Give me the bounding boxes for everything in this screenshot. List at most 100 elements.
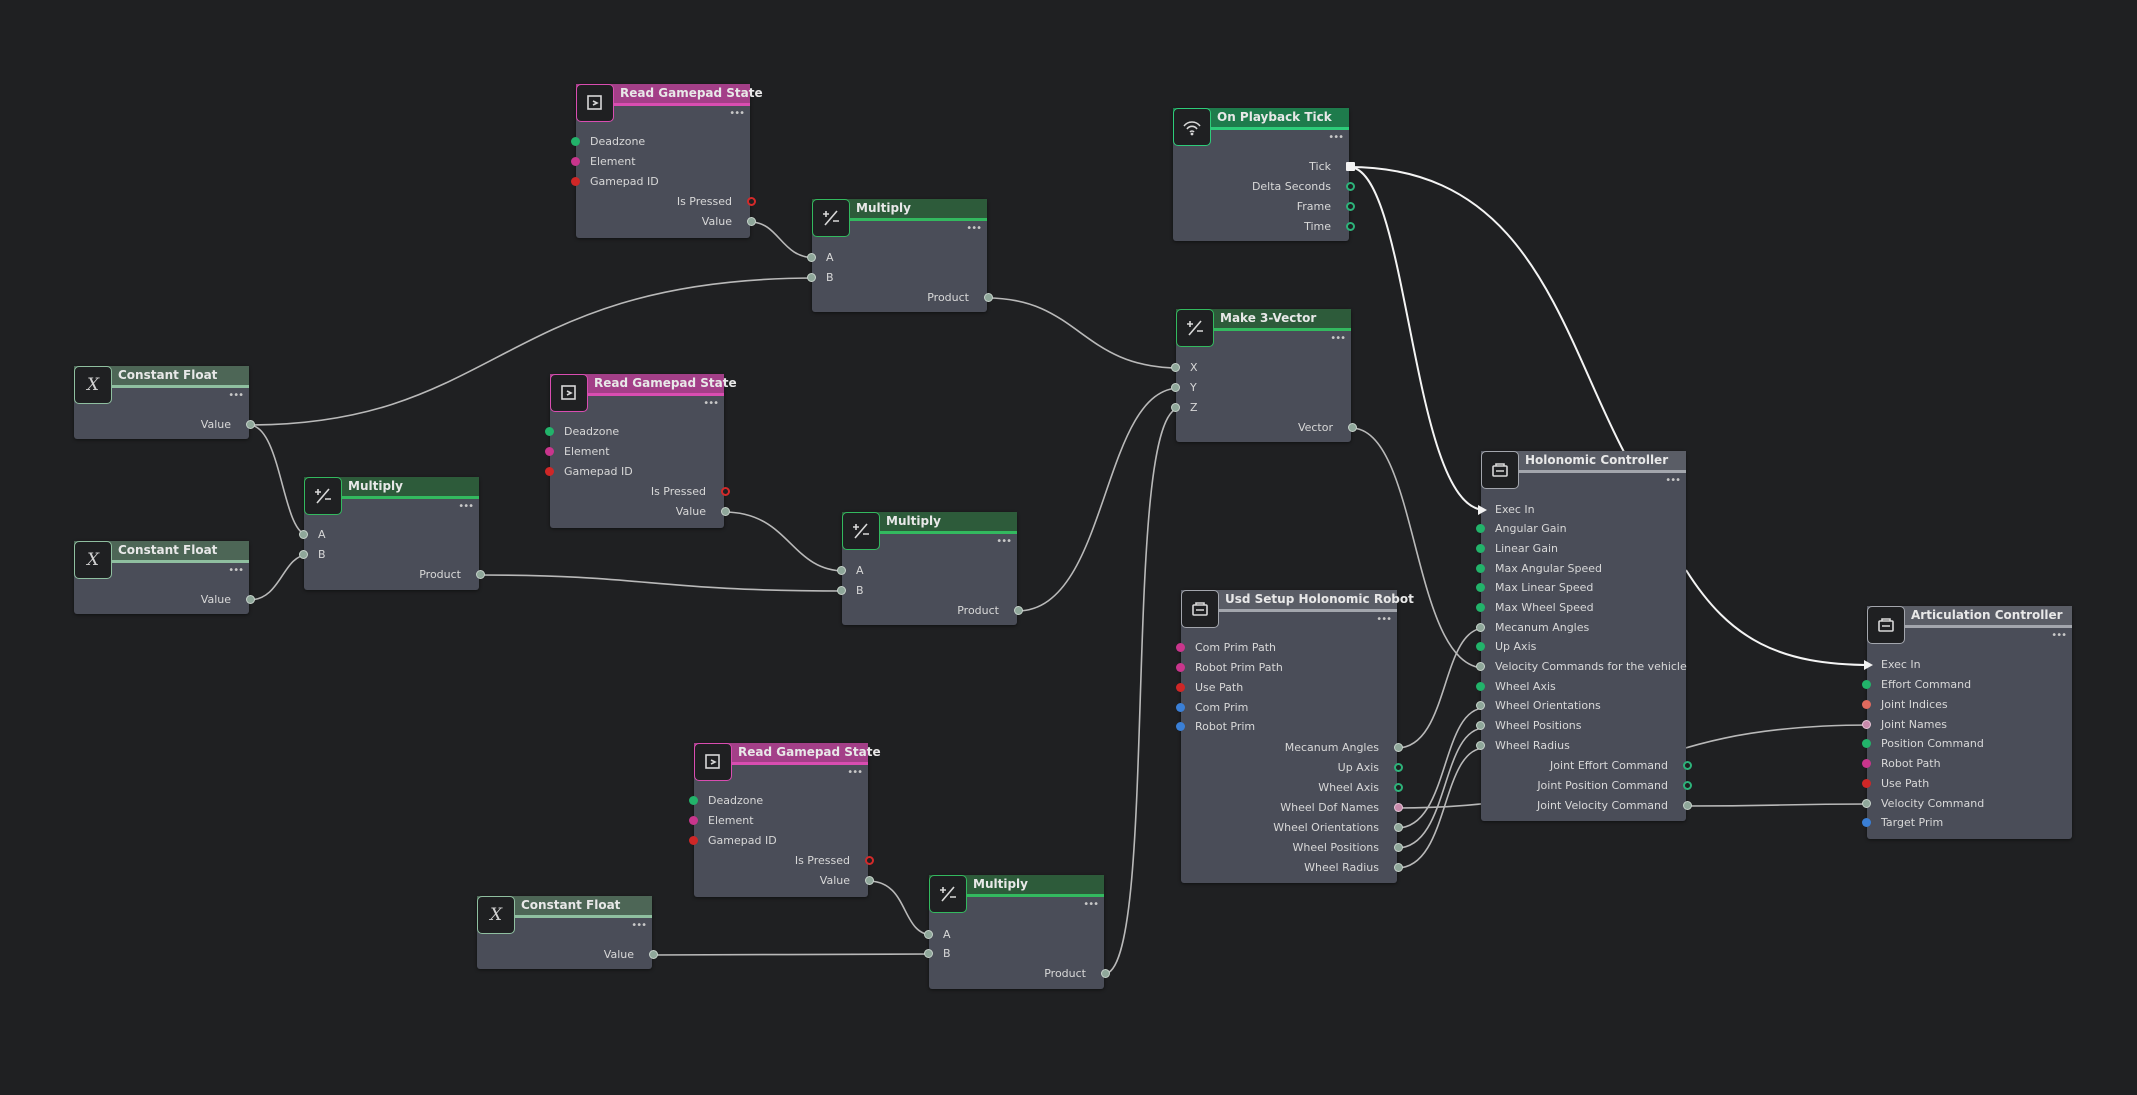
wire-mul3-product-to-mul2-b[interactable]	[478, 574, 846, 592]
node-constant-float-2[interactable]: X Constant Float ••• Value	[74, 541, 255, 614]
more-options-icon[interactable]: •••	[847, 767, 863, 778]
node-multiply-1[interactable]: Multiply ••• A B Product	[807, 199, 993, 312]
wire-rgs2-value-to-mul2-a[interactable]	[723, 511, 846, 572]
port-velocity-commands[interactable]: Velocity Commands for the vehicle	[1476, 659, 1687, 675]
port-mecanum-angles[interactable]: Mecanum Angles	[1476, 620, 1589, 636]
port-delta-seconds[interactable]: Delta Seconds	[1252, 179, 1355, 195]
wire-usd-mecanum-to-holo-mecanum[interactable]	[1396, 627, 1486, 749]
port-b[interactable]: B	[807, 270, 834, 286]
port-up-axis[interactable]: Up Axis	[1476, 639, 1536, 655]
wire-mul2-product-to-vec-y[interactable]	[1016, 387, 1181, 612]
port-wheel-axis[interactable]: Wheel Axis	[1318, 780, 1403, 796]
port-y[interactable]: Y	[1171, 380, 1197, 396]
wire-tick-to-holo-exec[interactable]	[1348, 166, 1486, 511]
port-element[interactable]: Element	[689, 813, 754, 829]
more-options-icon[interactable]: •••	[1376, 614, 1392, 625]
port-is-pressed[interactable]: Is Pressed	[795, 853, 874, 869]
wire-cf3-value-to-mul4-b[interactable]	[651, 953, 934, 956]
wire-cf1-value-to-mul1-b[interactable]	[248, 277, 817, 426]
port-joint-velocity-command[interactable]: Joint Velocity Command	[1537, 798, 1692, 814]
port-joint-names[interactable]: Joint Names	[1862, 717, 1947, 733]
port-use-path[interactable]: Use Path	[1176, 680, 1243, 696]
port-deadzone[interactable]: Deadzone	[689, 793, 763, 809]
port-target-prim[interactable]: Target Prim	[1862, 815, 1943, 831]
wire-holo-velocity-to-art-velocity[interactable]	[1685, 803, 1872, 807]
wire-usd-pos-to-holo-pos[interactable]	[1396, 727, 1486, 849]
node-multiply-3[interactable]: Multiply ••• A B Product	[299, 477, 485, 590]
port-is-pressed[interactable]: Is Pressed	[677, 194, 756, 210]
port-effort-command[interactable]: Effort Command	[1862, 677, 1971, 693]
more-options-icon[interactable]: •••	[228, 565, 244, 576]
node-multiply-4[interactable]: Multiply ••• A B Product	[924, 875, 1110, 989]
port-wheel-radius[interactable]: Wheel Radius	[1304, 860, 1403, 876]
port-value[interactable]: Value	[604, 947, 658, 963]
port-b[interactable]: B	[924, 946, 951, 962]
port-vector[interactable]: Vector	[1298, 420, 1357, 436]
port-gamepad-id[interactable]: Gamepad ID	[689, 833, 777, 849]
port-b[interactable]: B	[837, 583, 864, 599]
port-linear-gain[interactable]: Linear Gain	[1476, 541, 1558, 557]
wire-mul1-product-to-vec-x[interactable]	[986, 297, 1181, 369]
more-options-icon[interactable]: •••	[703, 398, 719, 409]
port-time[interactable]: Time	[1304, 219, 1355, 235]
port-is-pressed[interactable]: Is Pressed	[651, 484, 730, 500]
node-on-playback-tick[interactable]: On Playback Tick ••• Tick Delta Seconds …	[1173, 108, 1355, 241]
wire-mul4-product-to-vec-z[interactable]	[1103, 407, 1181, 975]
port-a[interactable]: A	[924, 927, 951, 943]
more-options-icon[interactable]: •••	[631, 920, 647, 931]
port-a[interactable]: A	[299, 527, 326, 543]
wire-usd-orient-to-holo-orient[interactable]	[1396, 707, 1486, 829]
node-make-3-vector[interactable]: Make 3-Vector ••• X Y Z Vector	[1171, 309, 1357, 442]
node-constant-float-3[interactable]: X Constant Float ••• Value	[477, 896, 658, 969]
wire-tick-to-art-exec[interactable]	[1348, 166, 1625, 453]
port-value[interactable]: Value	[676, 504, 730, 520]
node-read-gamepad-state-3[interactable]: Read Gamepad State ••• Deadzone Element …	[689, 743, 881, 897]
port-joint-position-command[interactable]: Joint Position Command	[1537, 778, 1692, 794]
wire-holo-to-art-exec[interactable]	[1685, 569, 1872, 666]
port-a[interactable]: A	[837, 563, 864, 579]
port-a[interactable]: A	[807, 250, 834, 266]
more-options-icon[interactable]: •••	[729, 108, 745, 119]
wire-cf1-value-to-mul3-a[interactable]	[248, 424, 309, 536]
port-value[interactable]: Value	[201, 417, 255, 433]
port-mecanum-angles[interactable]: Mecanum Angles	[1285, 740, 1403, 756]
port-value[interactable]: Value	[702, 214, 756, 230]
wire-cf2-value-to-mul3-b[interactable]	[248, 554, 309, 601]
port-wheel-axis[interactable]: Wheel Axis	[1476, 679, 1556, 695]
port-velocity-command[interactable]: Velocity Command	[1862, 796, 1984, 812]
more-options-icon[interactable]: •••	[2051, 630, 2067, 641]
port-deadzone[interactable]: Deadzone	[545, 424, 619, 440]
more-options-icon[interactable]: •••	[458, 501, 474, 512]
port-max-wheel-speed[interactable]: Max Wheel Speed	[1476, 600, 1594, 616]
port-element[interactable]: Element	[571, 154, 636, 170]
port-exec-in[interactable]: Exec In	[1478, 502, 1535, 518]
port-com-prim[interactable]: Com Prim	[1176, 700, 1248, 716]
node-holonomic-controller[interactable]: Holonomic Controller ••• Exec In Angular…	[1476, 451, 1692, 821]
port-wheel-orientations[interactable]: Wheel Orientations	[1273, 820, 1403, 836]
port-product[interactable]: Product	[419, 567, 485, 583]
wire-rgs1-value-to-mul1-a[interactable]	[749, 221, 817, 259]
node-constant-float-1[interactable]: X Constant Float ••• Value	[74, 366, 255, 439]
node-read-gamepad-state-2[interactable]: Read Gamepad State ••• Deadzone Element …	[545, 374, 737, 528]
port-frame[interactable]: Frame	[1297, 199, 1355, 215]
more-options-icon[interactable]: •••	[1083, 899, 1099, 910]
port-position-command[interactable]: Position Command	[1862, 736, 1984, 752]
port-wheel-positions[interactable]: Wheel Positions	[1476, 718, 1582, 734]
more-options-icon[interactable]: •••	[1665, 475, 1681, 486]
port-joint-effort-command[interactable]: Joint Effort Command	[1550, 758, 1692, 774]
node-multiply-2[interactable]: Multiply ••• A B Product	[837, 512, 1023, 625]
port-gamepad-id[interactable]: Gamepad ID	[545, 464, 633, 480]
port-b[interactable]: B	[299, 547, 326, 563]
port-robot-path[interactable]: Robot Path	[1862, 756, 1941, 772]
port-max-angular-speed[interactable]: Max Angular Speed	[1476, 561, 1602, 577]
port-deadzone[interactable]: Deadzone	[571, 134, 645, 150]
port-robot-prim-path[interactable]: Robot Prim Path	[1176, 660, 1283, 676]
port-com-prim-path[interactable]: Com Prim Path	[1176, 640, 1276, 656]
wire-rgs3-value-to-mul4-a[interactable]	[867, 880, 934, 936]
port-x[interactable]: X	[1171, 360, 1198, 376]
port-product[interactable]: Product	[1044, 966, 1110, 982]
port-value[interactable]: Value	[820, 873, 874, 889]
port-element[interactable]: Element	[545, 444, 610, 460]
port-value[interactable]: Value	[201, 592, 255, 608]
